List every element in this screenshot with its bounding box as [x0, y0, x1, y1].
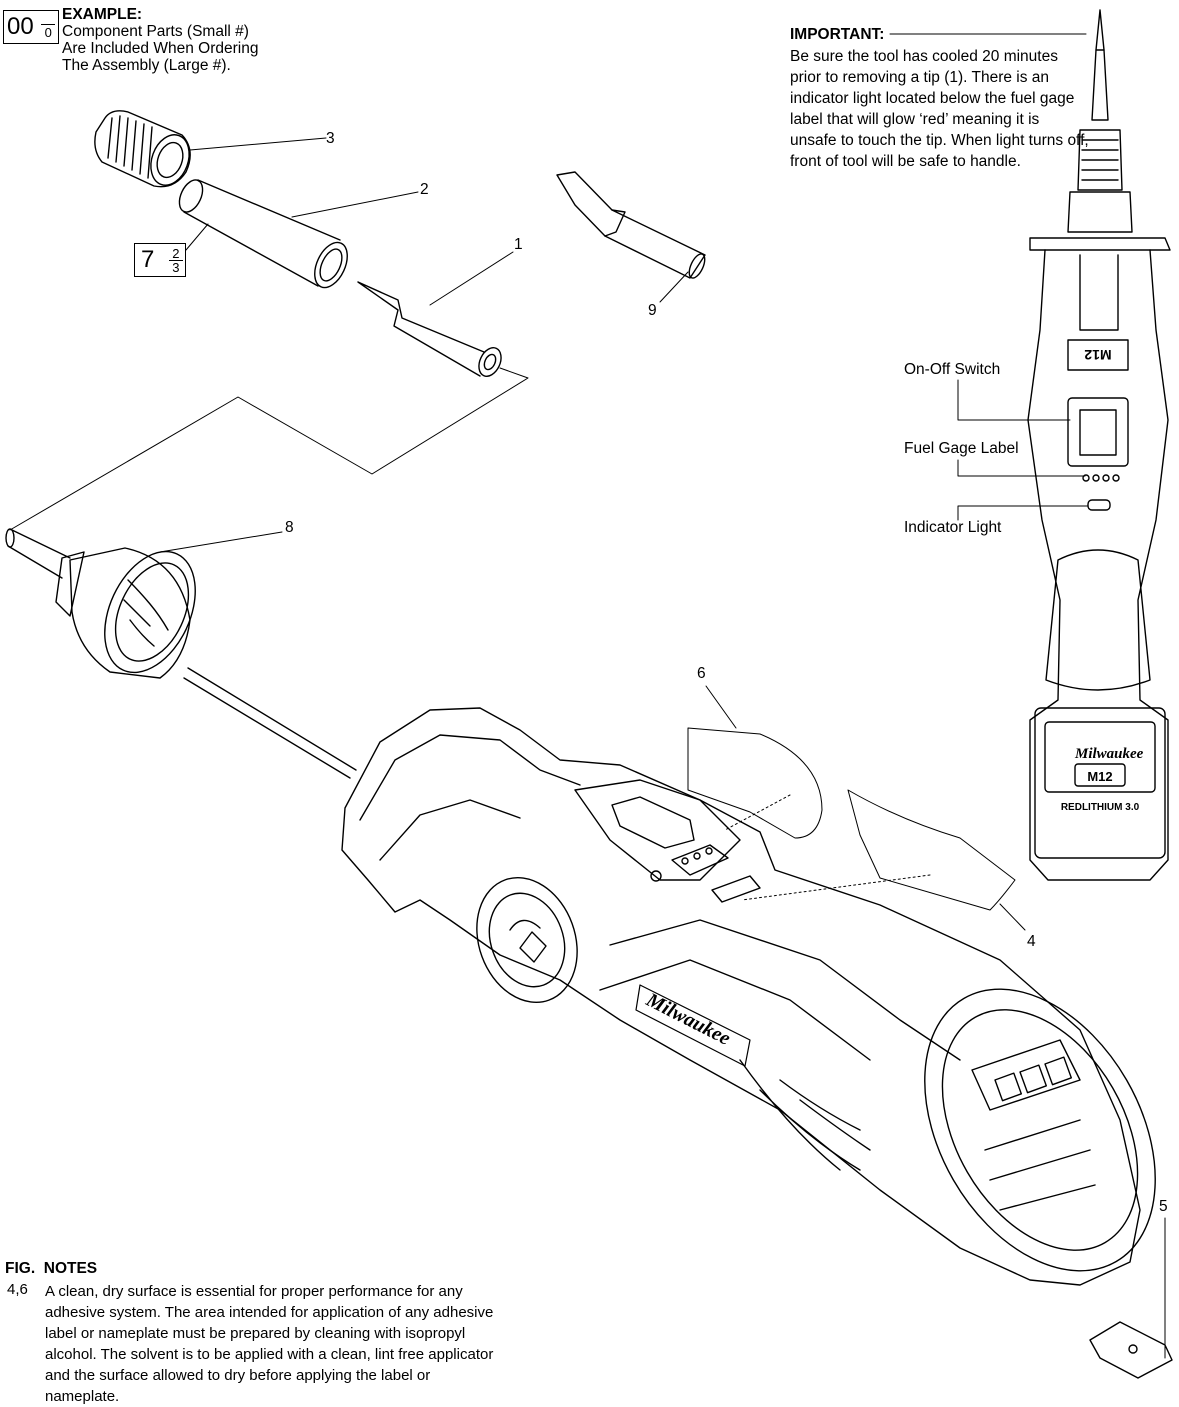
fig-notes-ref: 4,6	[7, 1281, 28, 1298]
assembly-7-box: 7 2 3	[134, 243, 186, 277]
part-1-tip	[9, 251, 529, 531]
part-8-heater-collar	[5, 528, 283, 679]
assembly-small-top: 2	[168, 247, 183, 261]
battery-model-text: M12	[1087, 769, 1112, 784]
example-text: EXAMPLE: Component Parts (Small #) Are I…	[62, 6, 258, 74]
battery-brand-text: Milwaukee	[1074, 746, 1144, 762]
part-6-label	[687, 685, 823, 839]
part-3-nut	[94, 110, 327, 188]
fig-notes-text: A clean, dry surface is essential for pr…	[45, 1283, 494, 1405]
indicator-leader	[957, 505, 1089, 521]
example-small-number: 0	[44, 25, 52, 40]
example-title: EXAMPLE:	[62, 6, 143, 23]
part-number-4: 4	[1027, 933, 1036, 950]
part-number-2: 2	[420, 181, 429, 198]
part-9-chisel-tip	[556, 171, 706, 303]
top-view-tool: M12 Milwaukee M12 REDLITHIUM 3.0	[1027, 9, 1171, 881]
body-milwaukee-logo: Milwaukee	[635, 984, 751, 1067]
on-off-switch-callout: On-Off Switch	[904, 361, 1001, 378]
part-number-8: 8	[285, 519, 294, 536]
example-line-2: Are Included When Ordering	[62, 40, 259, 57]
handle-m12-mark: M12	[1084, 347, 1111, 363]
example-legend-box: 00 0	[3, 10, 59, 44]
important-title: IMPORTANT:	[790, 26, 885, 43]
fuel-gage-callout: Fuel Gage Label	[904, 440, 1019, 457]
part-number-1: 1	[514, 236, 523, 253]
important-body: Be sure the tool has cooled 20 minutes p…	[790, 48, 1089, 170]
example-line-3: The Assembly (Large #).	[62, 57, 231, 74]
part-2-tube	[178, 179, 419, 289]
assembly-fraction: 2 3	[167, 244, 185, 276]
on-off-leader	[957, 379, 1071, 421]
battery-line-text: REDLITHIUM 3.0	[1061, 802, 1140, 813]
heater-rod	[183, 667, 357, 779]
part-number-9: 9	[648, 302, 657, 319]
example-fraction: 0	[38, 11, 58, 43]
part-number-3: 3	[326, 130, 335, 147]
part-5-clip	[1089, 1217, 1173, 1379]
part-4-label	[741, 789, 1026, 931]
example-line-1: Component Parts (Small #)	[62, 23, 249, 40]
part-number-6: 6	[697, 665, 706, 682]
fig-notes-heading: FIG. NOTES	[5, 1260, 98, 1277]
assembly-big-number: 7	[141, 246, 155, 273]
assembly-small-bottom: 3	[172, 259, 180, 275]
soldering-iron-body	[341, 707, 1156, 1286]
indicator-light-callout: Indicator Light	[904, 519, 1002, 536]
fuel-gage-leader	[957, 459, 1086, 477]
part-number-5: 5	[1159, 1198, 1168, 1215]
example-big-number: 00	[7, 13, 34, 40]
